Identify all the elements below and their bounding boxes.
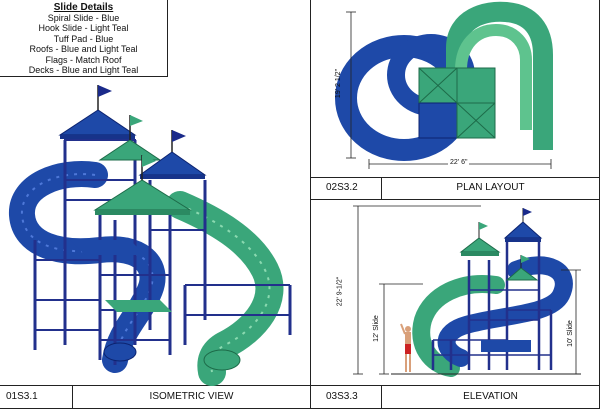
legend-line: Flags - Match Roof [45, 54, 122, 65]
plan-width-dimension: 22' 6" [448, 159, 470, 166]
elevation-right-slide-dimension: 10' Slide [566, 320, 574, 347]
plan-titlebar-top [310, 177, 600, 178]
titlebar-top-left [0, 385, 311, 386]
human-figure [400, 323, 411, 372]
legend-line: Decks - Blue and Light Teal [28, 65, 139, 76]
plan-depth-dimension: 19' 2 1/2" [335, 68, 343, 99]
legend-title: Slide Details [53, 2, 114, 13]
isometric-view-drawing [9, 85, 292, 386]
divider-right-middle [310, 199, 600, 200]
elevation-label: ELEVATION [463, 391, 518, 402]
legend-line: Hook Slide - Light Teal [38, 23, 129, 34]
isometric-code: 01S3.1 [6, 391, 38, 402]
divider-vertical [310, 0, 311, 409]
plan-layout-drawing [335, 1, 553, 169]
titlebar-top-right [310, 385, 600, 386]
slide-details-legend: Slide Details Spiral Slide - Blue Hook S… [0, 0, 168, 77]
tb-sep-3 [381, 177, 382, 199]
tb-sep-1 [72, 385, 73, 409]
elevation-left-slide-dimension: 12' Slide [372, 315, 380, 342]
legend-line: Tuff Pad - Blue [53, 33, 114, 44]
plan-label: PLAN LAYOUT [456, 182, 525, 193]
legend-line: Roofs - Blue and Light Teal [29, 44, 138, 55]
elevation-height-dimension: 22' 9-1/2" [336, 276, 344, 307]
elevation-code: 03S3.3 [326, 391, 358, 402]
elevation-drawing [353, 205, 581, 377]
plan-code: 02S3.2 [326, 182, 358, 193]
tb-sep-2 [381, 385, 382, 409]
isometric-label: ISOMETRIC VIEW [149, 391, 234, 402]
legend-line: Spiral Slide - Blue [47, 13, 120, 23]
